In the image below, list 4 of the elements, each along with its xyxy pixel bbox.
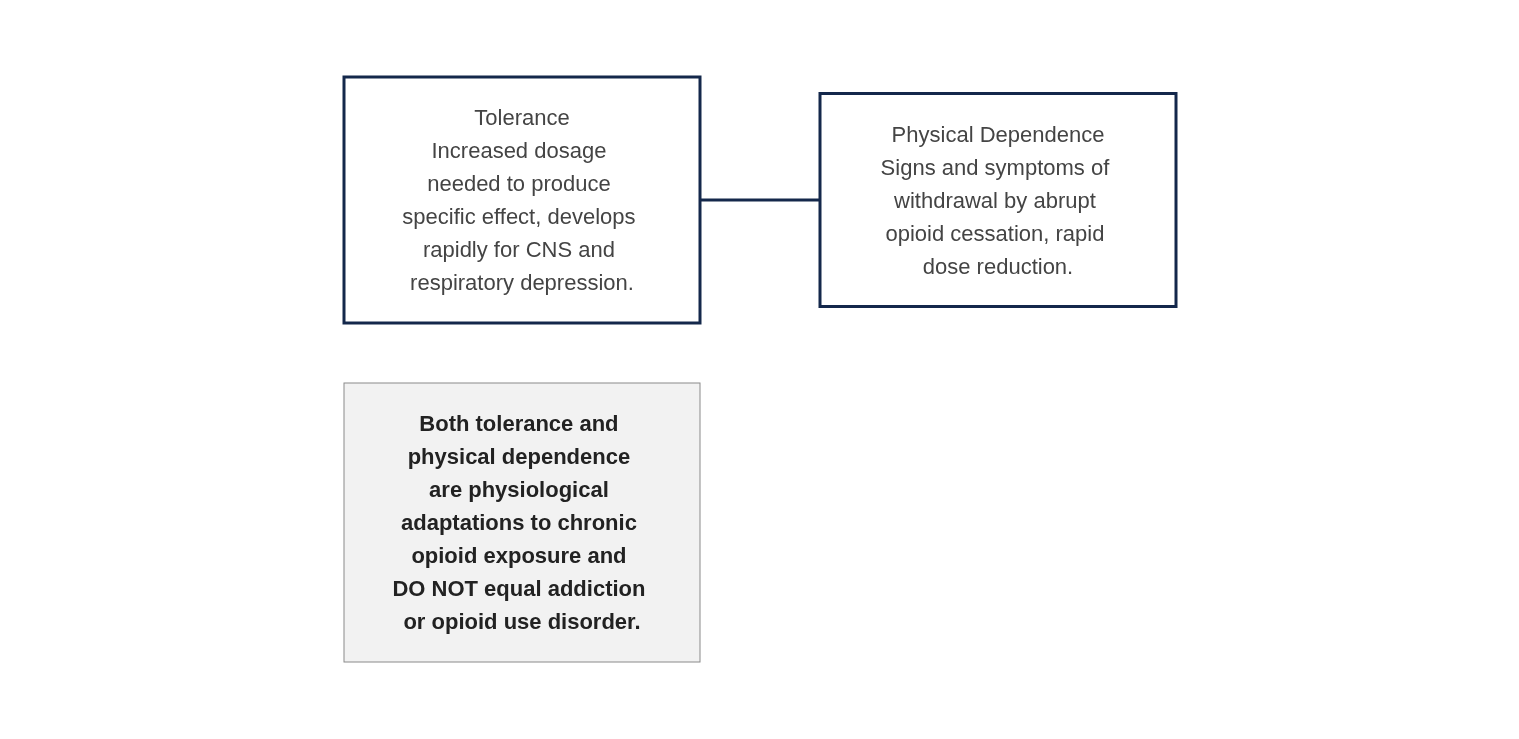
connector: [699, 198, 820, 202]
node-box: Both tolerance and physical dependence are physiological adaptations to chronic opioid exposure and DO NOT equal addiction or opioid use disorder.: [343, 382, 700, 663]
node-box: Tolerance Increased dosage needed to produce specific effect, develops rapidly for CNS and respiratory depression.: [342, 75, 701, 325]
node-box: Physical Dependence Signs and symptoms of withdrawal by abrupt opioid cessation, rapid dose reduction.: [818, 92, 1177, 308]
